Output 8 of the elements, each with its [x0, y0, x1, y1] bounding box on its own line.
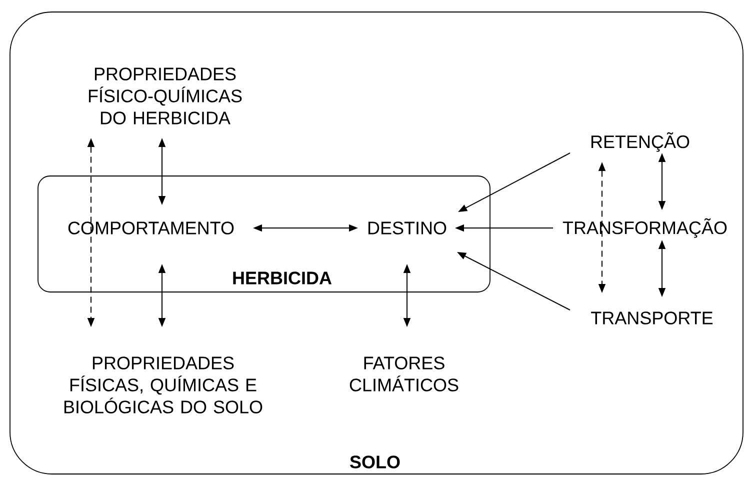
node-label: TRANSFORMAÇÃO — [562, 218, 727, 238]
node-label: FATORES CLIMÁTICOS — [350, 356, 458, 392]
node-label: DESTINO — [368, 222, 446, 234]
node-label: PROPRIEDADES FÍSICAS, QUÍMICAS E BIOLÓGICAS DO SOLO — [64, 356, 262, 414]
node-label: RETENÇÃO — [591, 132, 690, 152]
node-label: PROPRIEDADES FÍSICO-QUÍMICAS DO HERBICIDA — [88, 68, 242, 124]
node-label: COMPORTAMENTO — [68, 222, 234, 234]
node-label: TRANSPORTE — [591, 312, 713, 324]
